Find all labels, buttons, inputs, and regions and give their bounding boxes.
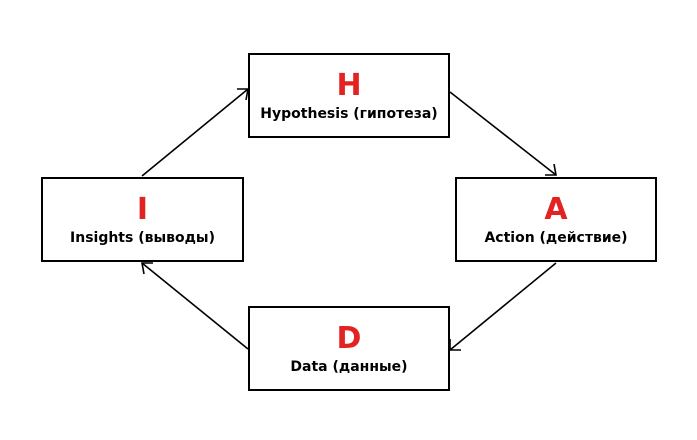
node-data-label: Data (данные) bbox=[290, 358, 408, 375]
node-action-letter: A bbox=[544, 191, 568, 227]
node-action: A Action (действие) bbox=[455, 177, 657, 262]
node-hypothesis: H Hypothesis (гипотеза) bbox=[248, 53, 450, 138]
node-data: D Data (данные) bbox=[248, 306, 450, 391]
node-hypothesis-letter: H bbox=[336, 67, 362, 103]
node-action-label: Action (действие) bbox=[484, 229, 628, 246]
node-data-letter: D bbox=[336, 320, 362, 356]
arrow-h-to-a bbox=[449, 91, 557, 176]
node-hypothesis-label: Hypothesis (гипотеза) bbox=[260, 105, 438, 122]
node-insights-label: Insights (выводы) bbox=[70, 229, 215, 246]
node-insights-letter: I bbox=[136, 191, 149, 227]
arrow-d-to-i bbox=[141, 262, 249, 350]
node-insights: I Insights (выводы) bbox=[41, 177, 244, 262]
arrow-a-to-d bbox=[449, 262, 557, 351]
arrow-i-to-h bbox=[141, 88, 249, 177]
